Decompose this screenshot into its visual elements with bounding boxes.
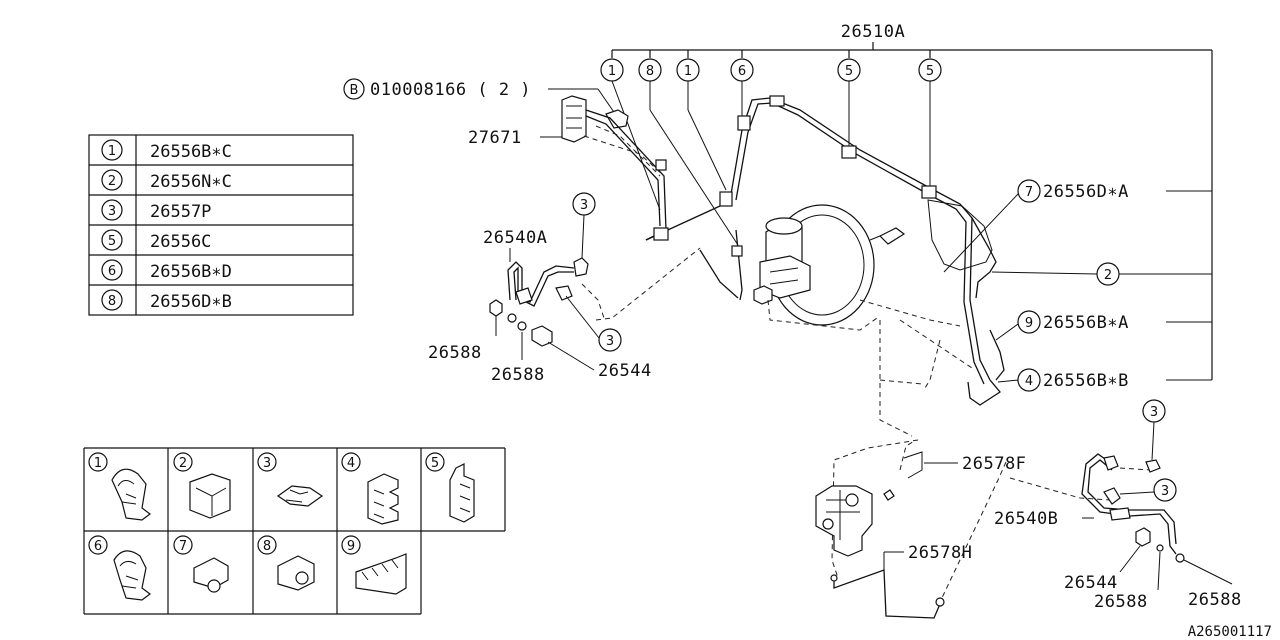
routing-dashes [581, 125, 1151, 603]
pipe-clips [653, 95, 937, 257]
pipe-26578h: 26578H [830, 543, 972, 619]
callout-number: 3 [1161, 484, 1169, 499]
clip-number: 6 [94, 539, 102, 554]
clip-number: 7 [179, 539, 187, 554]
washer-label: 26588 [428, 343, 482, 363]
clip-3-callout-upper: 3 [572, 192, 596, 259]
legend-table: 1 26556B∗C 2 26556N∗C 3 26557P 5 26556C … [88, 134, 354, 316]
main-pipe-label: 26510A [841, 22, 905, 42]
legend-row-number: 1 [108, 144, 116, 159]
clip-number: 9 [347, 539, 355, 554]
legend-row: 3 26557P [101, 199, 211, 222]
clip-cell: 3 [257, 452, 324, 507]
clip-number: 3 [263, 456, 271, 471]
callout-number: 1 [684, 64, 692, 79]
clip-grid: 1 2 3 4 [83, 447, 506, 615]
clip-cell: 1 [88, 452, 151, 521]
clip-5-icon [449, 463, 475, 523]
connector-label: 27671 [468, 128, 522, 148]
bolt-label: 26544 [1064, 573, 1118, 593]
clip-6-icon [113, 550, 151, 601]
clip-9-icon [355, 553, 407, 595]
clip-4-icon [367, 473, 399, 525]
callout-number: 5 [845, 64, 853, 79]
clip-cell: 7 [173, 535, 229, 593]
legend-row-part: 26557P [150, 202, 211, 222]
ref-label: 26556B∗A [1043, 313, 1129, 333]
clip-3-callout-right-upper: 3 [1142, 399, 1166, 473]
hose-26540b: 26540B [994, 453, 1185, 563]
legend-row: 2 26556N∗C [101, 169, 232, 192]
ref-label: 26556B∗B [1043, 371, 1129, 391]
legend-row: 8 26556D∗B [101, 289, 232, 312]
clip-3-callout-right-lower: 3 [1119, 478, 1177, 502]
bolt-code-label: 010008166 ( 2 ) [370, 80, 531, 100]
clip-cell: 4 [341, 452, 399, 525]
legend-row-number: 8 [108, 294, 116, 309]
clip-7-icon [193, 557, 229, 593]
clip-2-icon [189, 473, 231, 519]
valve-assembly [815, 451, 923, 557]
callout-number: 3 [1150, 405, 1158, 420]
legend-row: 6 26556B∗D [101, 259, 232, 282]
clip-number: 5 [431, 456, 439, 471]
bolt-label: 26544 [598, 361, 652, 381]
hose-b-label: 26540B [994, 509, 1058, 529]
master-cylinder [753, 204, 906, 326]
clip-cell: 6 [88, 535, 151, 601]
legend-row-number: 6 [108, 264, 116, 279]
callout-number: 3 [606, 334, 614, 349]
top-callouts: 1 8 1 6 5 5 [600, 58, 942, 246]
clip-number: 2 [179, 456, 187, 471]
clip-8-icon [277, 555, 315, 591]
legend-row: 1 26556B∗C [101, 139, 232, 162]
left-fasteners: 26588 26588 26544 [428, 299, 652, 385]
pipe-f-label: 26578F [962, 454, 1026, 474]
callout-number: 6 [738, 64, 746, 79]
legend-row-part: 26556N∗C [150, 172, 232, 192]
legend-row: 5 26556C [101, 229, 211, 252]
clip-cell: 2 [173, 452, 231, 519]
clip-cell: 9 [341, 535, 407, 595]
clip-3-icon [276, 485, 324, 507]
main-pipe-bracket: 26510A [611, 22, 1213, 380]
legend-row-part: 26556B∗D [150, 262, 232, 282]
callout-number: 7 [1025, 185, 1033, 200]
legend-row-number: 5 [108, 234, 116, 249]
pipe-h-label: 26578H [908, 543, 972, 563]
ref-label: 26556D∗A [1043, 182, 1129, 202]
callout-number: 9 [1025, 316, 1033, 331]
connector-27671: 27671 [468, 95, 629, 148]
legend-row-part: 26556B∗C [150, 142, 232, 162]
callout-number: 2 [1104, 268, 1112, 283]
callout-number: 8 [646, 64, 654, 79]
callout-number: 3 [580, 198, 588, 213]
callout-number: 1 [608, 64, 616, 79]
bolt-marker: B [350, 83, 359, 98]
clip-number: 1 [94, 456, 102, 471]
legend-row-number: 2 [108, 174, 116, 189]
clip-1-icon [111, 468, 151, 521]
washer-label: 26588 [1094, 592, 1148, 612]
hose-a-label: 26540A [483, 228, 547, 248]
washer-label: 26588 [491, 365, 545, 385]
clip-3-callout-lower: 3 [565, 295, 622, 352]
legend-row-part: 26556D∗B [150, 292, 232, 312]
washer-label: 26588 [1188, 590, 1242, 610]
callout-number: 5 [926, 64, 934, 79]
clip-cell: 5 [425, 452, 475, 523]
clip-number: 4 [347, 456, 355, 471]
clip-number: 8 [263, 539, 271, 554]
diagram-code: A265001117 [1188, 624, 1272, 640]
hose-26540a: 26540A [483, 228, 589, 331]
right-callouts: 7 26556D∗A 2 9 26556B∗A 4 26556B∗B [943, 179, 1212, 392]
pipe-26578f: 26578F [924, 454, 1026, 474]
right-fasteners: 26544 26588 26588 [1064, 545, 1242, 612]
clip-cell: 8 [257, 535, 315, 591]
legend-row-part: 26556C [150, 232, 211, 252]
legend-row-number: 3 [108, 204, 116, 219]
callout-number: 4 [1025, 374, 1033, 389]
